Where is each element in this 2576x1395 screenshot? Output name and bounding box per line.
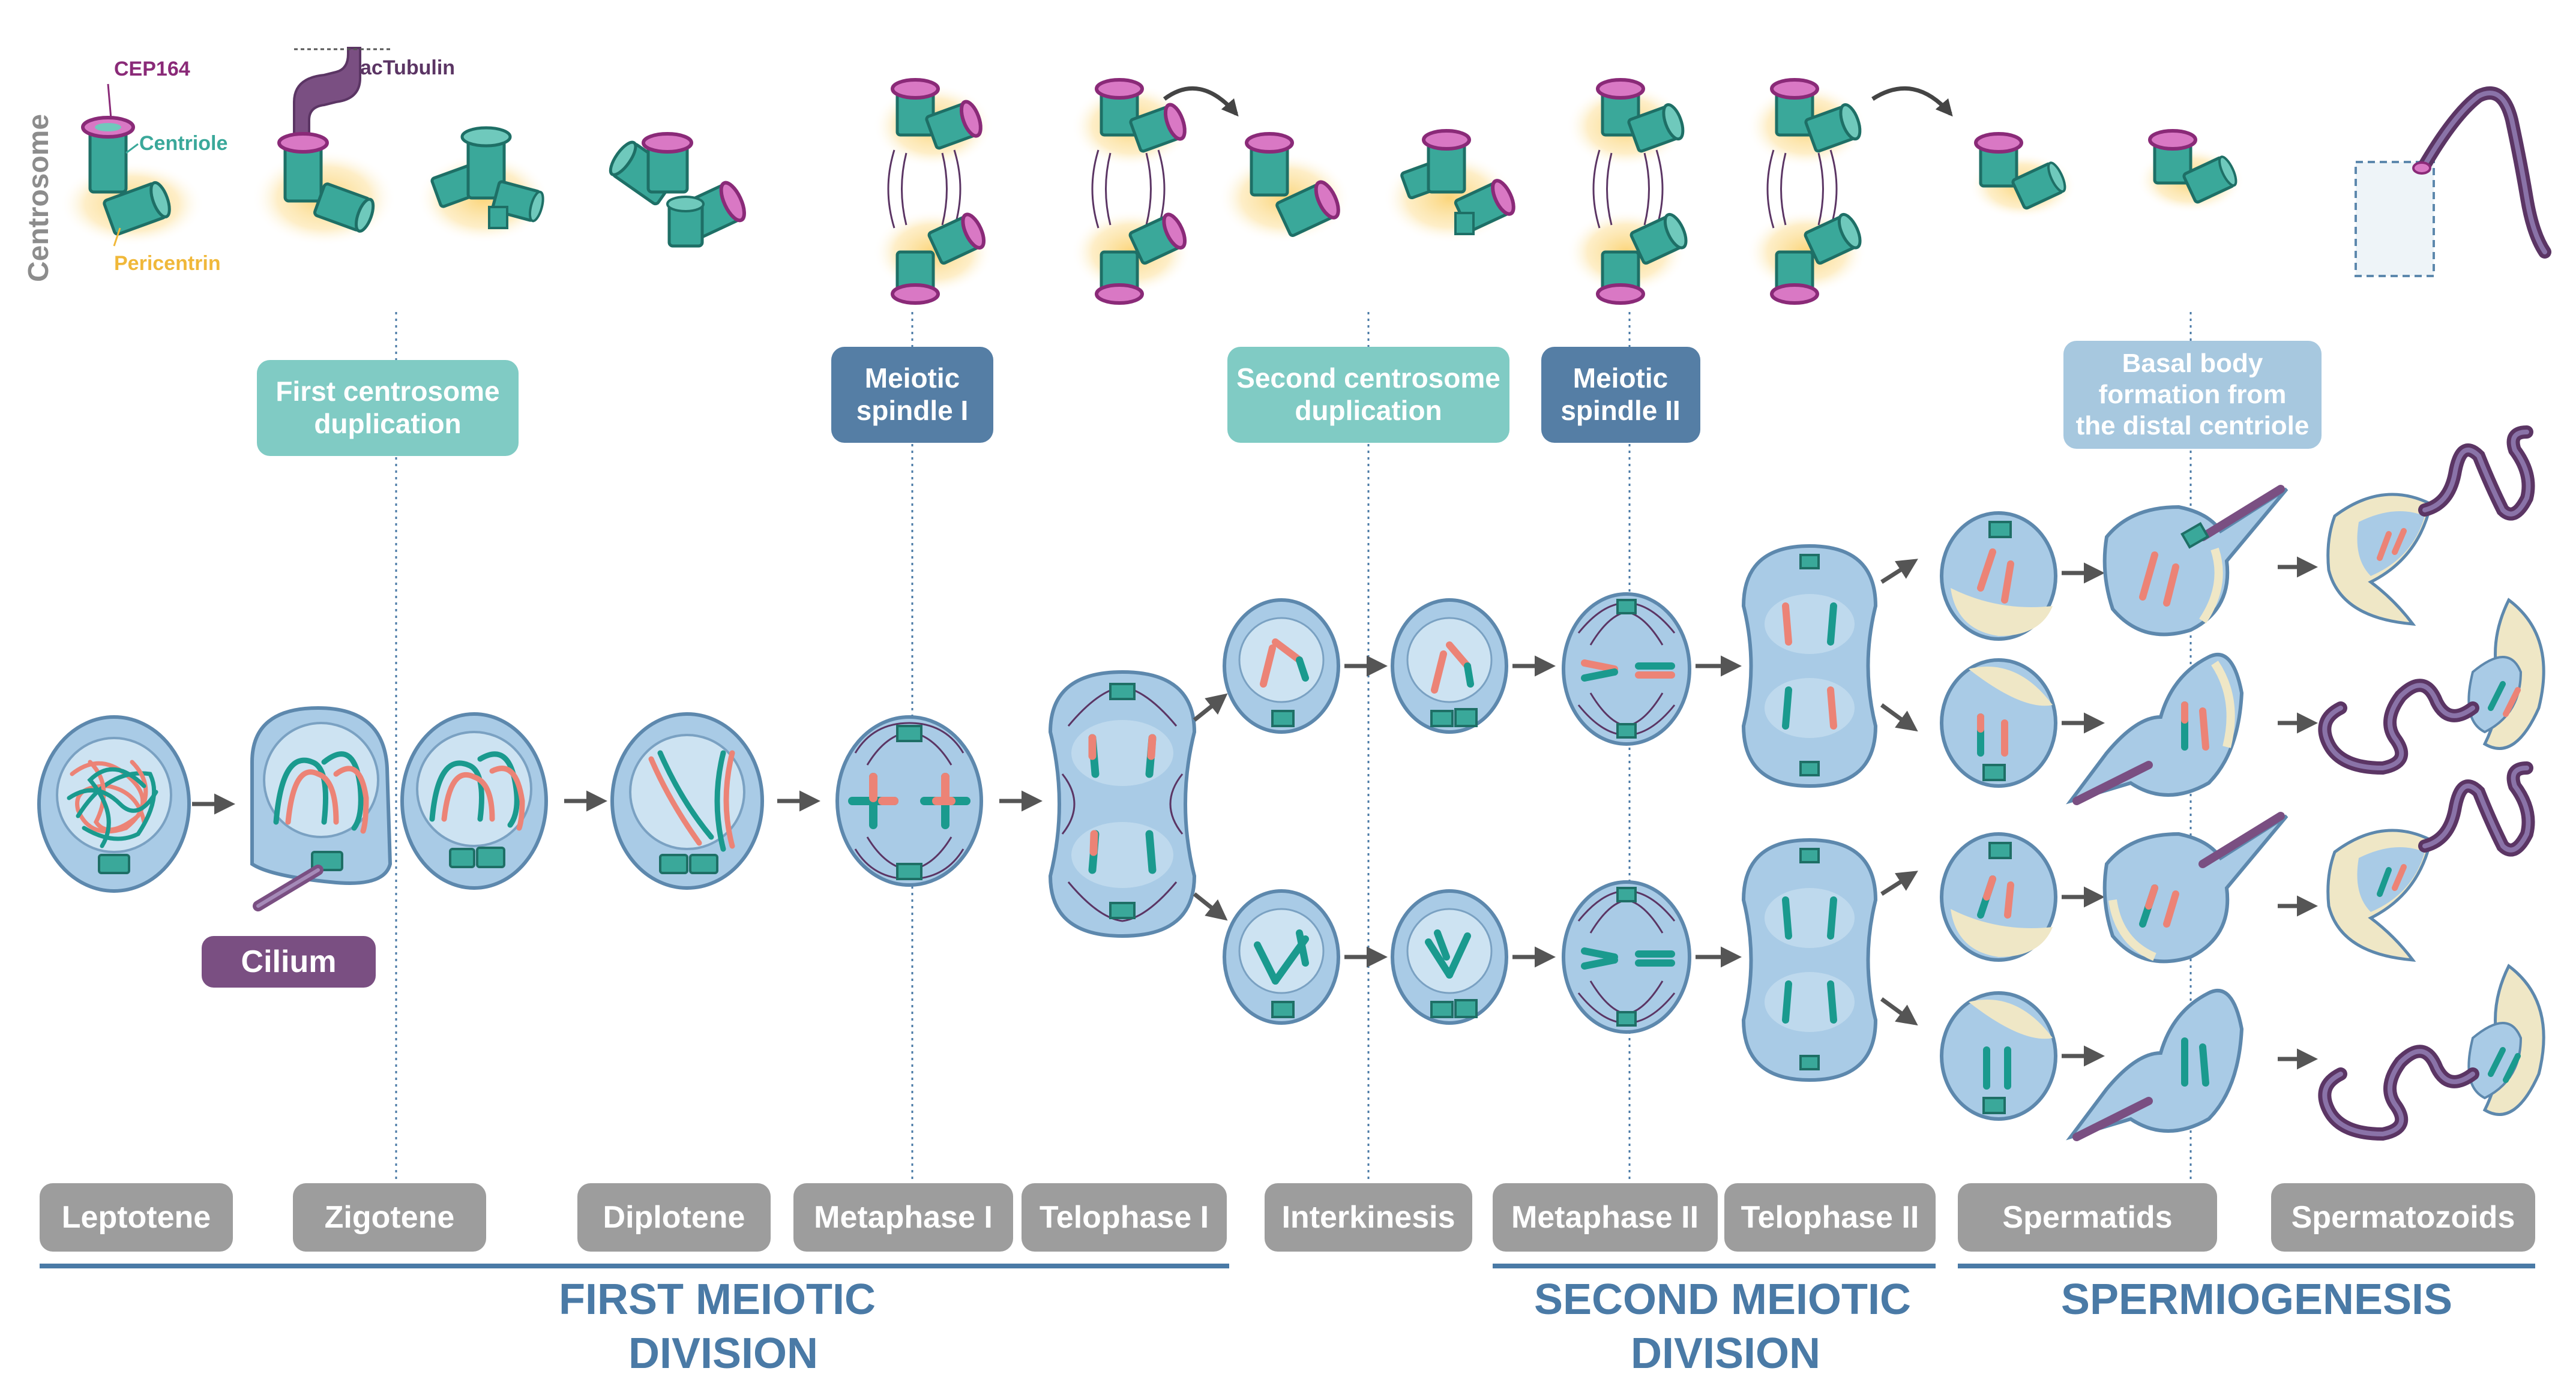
svg-text:Meiotic: Meiotic bbox=[1573, 362, 1668, 394]
centrosome-row: Centrosome CEP164 Centriole Pericentrin bbox=[23, 47, 2551, 305]
svg-text:Leptotene: Leptotene bbox=[62, 1200, 211, 1235]
svg-text:Zigotene: Zigotene bbox=[325, 1200, 455, 1235]
svg-text:Basal body: Basal body bbox=[2122, 349, 2263, 378]
spermatid-centrosome bbox=[1969, 132, 2077, 219]
metaphase2-centrosomes bbox=[1566, 78, 1688, 305]
cells bbox=[37, 425, 2545, 1141]
division-first-2: DIVISION bbox=[628, 1330, 818, 1378]
stage-metaphase1: Metaphase I bbox=[793, 1183, 1013, 1252]
cell-telophase2-top bbox=[1741, 544, 1878, 788]
svg-text:Telophase I: Telophase I bbox=[1040, 1200, 1209, 1235]
elongating-spermatid-3 bbox=[2102, 812, 2289, 964]
cell-metaphase2-top bbox=[1562, 592, 1691, 746]
stage-spermatozoids: Spermatozoids bbox=[2271, 1183, 2535, 1252]
svg-text:Second centrosome: Second centrosome bbox=[1236, 362, 1500, 394]
first-dup-box: First centrosome duplication bbox=[257, 360, 519, 456]
cell-interkinesis-top bbox=[1223, 598, 1340, 734]
cilium-box: Cilium bbox=[202, 936, 376, 988]
spermatid-3 bbox=[1940, 832, 2057, 962]
division-first-1: FIRST MEIOTIC bbox=[559, 1276, 876, 1324]
svg-text:duplication: duplication bbox=[314, 408, 461, 439]
legend-actubulin: acTubulin bbox=[360, 56, 455, 79]
diplotene-centrosome bbox=[609, 132, 746, 248]
spermatid-4 bbox=[1940, 991, 2057, 1121]
stage-spermatids: Spermatids bbox=[1958, 1183, 2217, 1252]
stage-telophase1: Telophase I bbox=[1022, 1183, 1227, 1252]
legend-cep164: CEP164 bbox=[114, 58, 190, 80]
zigotene2-centrosome bbox=[417, 126, 549, 243]
centrosome-label: Centrosome bbox=[23, 114, 55, 282]
cell-metaphase2-bottom bbox=[1562, 880, 1691, 1034]
spermatozoid-1 bbox=[2326, 425, 2535, 626]
flagellum-basal-body bbox=[2355, 86, 2551, 277]
svg-text:spindle II: spindle II bbox=[1560, 395, 1680, 426]
svg-text:Diplotene: Diplotene bbox=[603, 1200, 745, 1235]
spermatid-2 bbox=[1940, 658, 2057, 788]
spermatozoid-3 bbox=[2326, 761, 2535, 962]
division-second-2: DIVISION bbox=[1631, 1330, 1820, 1378]
svg-text:Metaphase II: Metaphase II bbox=[1511, 1200, 1699, 1235]
cell-telophase1 bbox=[1048, 670, 1197, 938]
svg-text:formation from: formation from bbox=[2099, 380, 2287, 409]
basal-body-box: Basal body formation from the distal cen… bbox=[2063, 341, 2322, 449]
elongating-spermatid-2 bbox=[2066, 653, 2244, 805]
spindle1-box: Meiotic spindle I bbox=[831, 347, 993, 443]
interkinesis2-centrosome bbox=[1383, 129, 1515, 243]
division-spermio: SPERMIOGENESIS bbox=[2061, 1276, 2452, 1324]
svg-text:spindle I: spindle I bbox=[856, 395, 969, 426]
cell-interkinesis-bottom bbox=[1223, 889, 1340, 1025]
svg-text:Cilium: Cilium bbox=[241, 944, 337, 979]
second-dup-box: Second centrosome duplication bbox=[1227, 347, 1509, 443]
svg-text:Telophase II: Telophase II bbox=[1741, 1200, 1919, 1235]
stage-interkinesis: Interkinesis bbox=[1265, 1183, 1472, 1252]
telophase1-centrosomes bbox=[1071, 78, 1239, 305]
zigotene-centrosome bbox=[252, 47, 396, 246]
cell-interkinesis2-bottom bbox=[1391, 889, 1508, 1025]
legend-centrosome bbox=[60, 83, 204, 247]
division-headers: FIRST MEIOTIC DIVISION SECOND MEIOTIC DI… bbox=[40, 1264, 2535, 1378]
cell-zigotene bbox=[250, 706, 393, 911]
legend-pericentrin: Pericentrin bbox=[114, 252, 221, 275]
svg-text:Interkinesis: Interkinesis bbox=[1281, 1200, 1455, 1235]
stage-zigotene: Zigotene bbox=[293, 1183, 486, 1252]
elongating-spermatid-1 bbox=[2102, 485, 2289, 637]
svg-text:Meiotic: Meiotic bbox=[865, 362, 960, 394]
svg-text:duplication: duplication bbox=[1295, 395, 1442, 426]
elongating-spermatid-4 bbox=[2066, 989, 2244, 1141]
interkinesis-centrosome bbox=[1218, 132, 1350, 243]
spindle2-box: Meiotic spindle II bbox=[1541, 347, 1700, 443]
cell-interkinesis2-top bbox=[1391, 598, 1508, 734]
spermatozoid-2 bbox=[2318, 598, 2545, 775]
telophase2-centrosomes bbox=[1747, 78, 1953, 305]
cell-diplotene bbox=[610, 712, 764, 890]
cell-telophase2-bottom bbox=[1741, 838, 1878, 1082]
stage-diplotene: Diplotene bbox=[577, 1183, 771, 1252]
spermatid2-centrosome bbox=[2137, 129, 2245, 213]
cell-zigotene2 bbox=[400, 712, 548, 890]
spermatid-1 bbox=[1940, 511, 2057, 641]
division-second-1: SECOND MEIOTIC bbox=[1534, 1276, 1911, 1324]
stage-metaphase2: Metaphase II bbox=[1493, 1183, 1718, 1252]
stage-labels: Leptotene Zigotene Diplotene Metaphase I… bbox=[40, 1183, 2535, 1252]
svg-text:First centrosome: First centrosome bbox=[275, 376, 499, 407]
cell-metaphase1 bbox=[835, 715, 983, 887]
legend-centriole: Centriole bbox=[139, 132, 227, 155]
svg-text:the distal centriole: the distal centriole bbox=[2076, 411, 2310, 440]
spermatozoid-4 bbox=[2318, 964, 2545, 1141]
stage-telophase2: Telophase II bbox=[1724, 1183, 1936, 1252]
svg-text:Metaphase I: Metaphase I bbox=[814, 1200, 993, 1235]
metaphase1-centrosomes bbox=[873, 78, 993, 305]
svg-text:Spermatids: Spermatids bbox=[2002, 1200, 2172, 1235]
stage-leptotene: Leptotene bbox=[40, 1183, 233, 1252]
cell-leptotene bbox=[37, 715, 191, 893]
svg-text:Spermatozoids: Spermatozoids bbox=[2292, 1200, 2515, 1235]
